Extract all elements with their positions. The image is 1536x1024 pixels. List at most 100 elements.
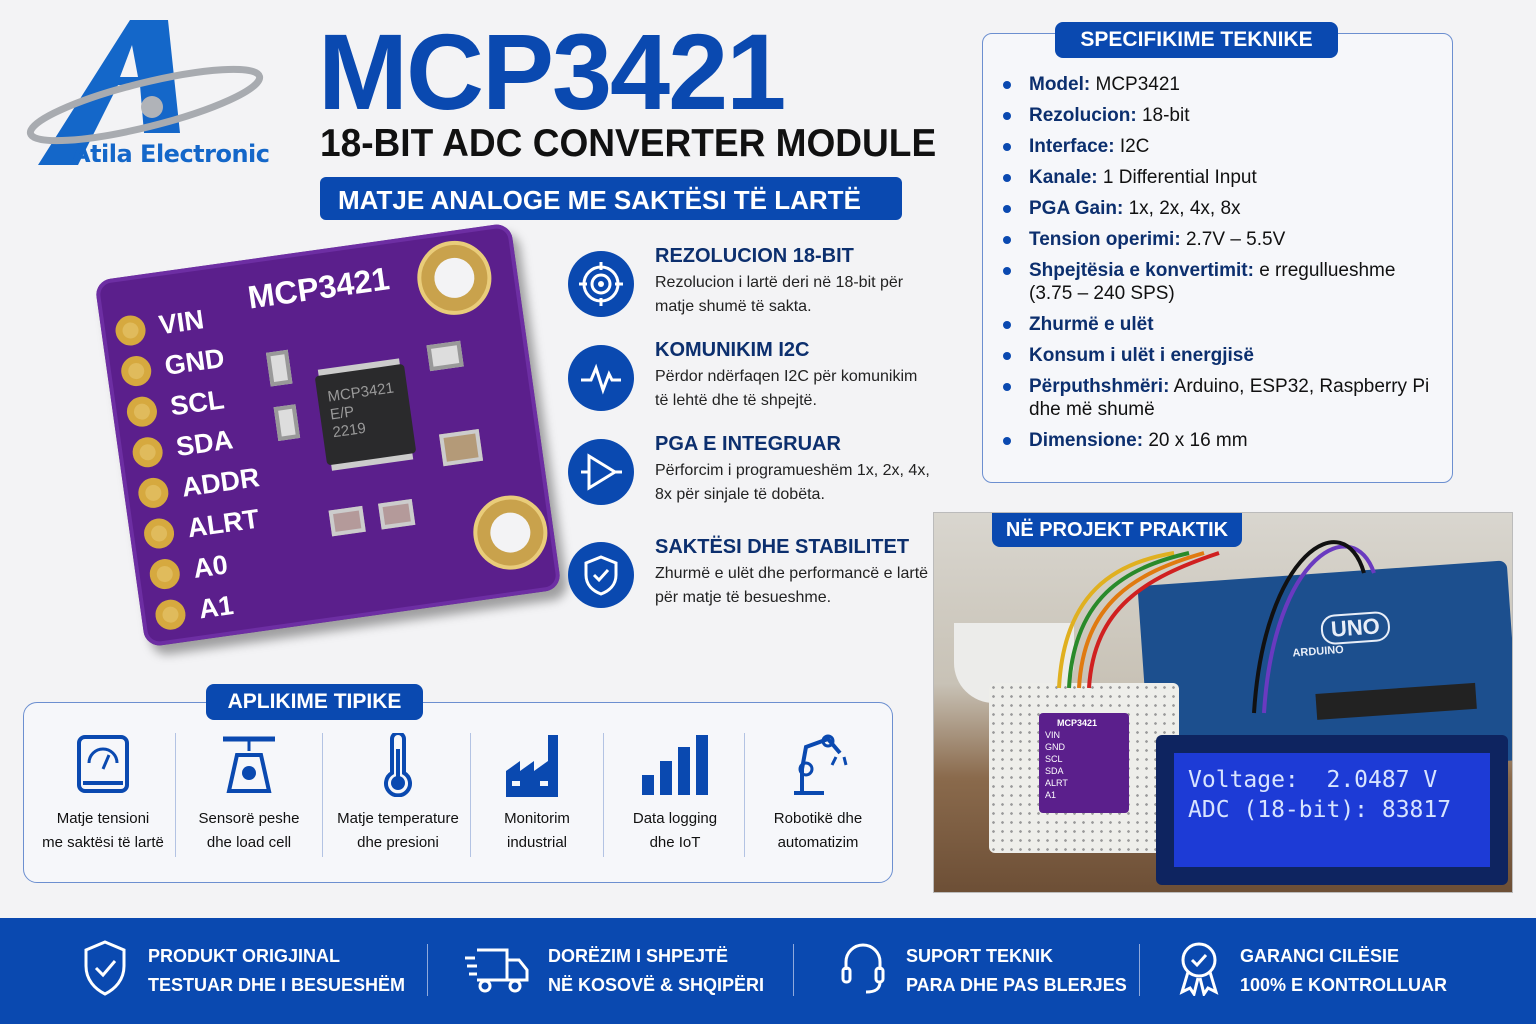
smd-component: [273, 404, 301, 441]
application-label: Sensorë peshe: [198, 810, 300, 827]
footer-text: PRODUKT ORIGJINAL: [148, 946, 341, 966]
smd-component: [378, 498, 416, 530]
application-label: dhe load cell: [206, 834, 292, 851]
spec-item: PGA Gain: 1x, 2x, 4x, 8x: [1003, 197, 1433, 220]
mini-pin: GND: [1045, 742, 1065, 752]
pin-label: ADDR: [179, 462, 262, 503]
footer-text: 100% E KONTROLLUAR: [1240, 975, 1448, 995]
spec-item: Përputhshmëri: Arduino, ESP32, Raspberry…: [1003, 375, 1433, 421]
capacitor: [439, 428, 484, 467]
smd-component: [328, 505, 366, 537]
mini-pin: SCL: [1045, 754, 1063, 764]
project-title: NË PROJEKT PRAKTIK: [992, 513, 1242, 547]
application-label: dhe presioni: [357, 834, 439, 851]
feature-title: PGA E INTEGRUAR: [655, 433, 841, 455]
divider: [175, 733, 176, 857]
footer-text: PARA DHE PAS BLERJES: [906, 975, 1127, 995]
mini-pin: VIN: [1045, 730, 1061, 740]
mini-module: MCP3421 VIN GND SCL SDA ALRT A1: [1039, 713, 1129, 813]
specs-list: Model: MCP3421 Rezolucion: 18-bit Interf…: [1003, 73, 1433, 460]
feature-text: Zhurmë e ulët dhe performancë e lartë pë…: [655, 565, 929, 606]
application-item: Monitorim industrial: [474, 733, 600, 859]
footer-item-original: PRODUKT ORIGJINAL TESTUAR DHE I BESUESHËM: [82, 940, 405, 1000]
application-label: me saktësi të lartë: [42, 834, 164, 851]
feature-accuracy: SAKTËSI DHE STABILITET Zhurmë e ulët dhe…: [568, 536, 928, 632]
feature-pga: PGA E INTEGRUAR Përforcim i programueshë…: [568, 433, 930, 529]
bar-chart-icon: [642, 735, 708, 795]
spec-item: Dimensione: 20 x 16 mm: [1003, 429, 1433, 452]
scale-icon: [223, 736, 275, 793]
spec-item: Interface: I2C: [1003, 135, 1433, 158]
page-subtitle: 18-BIT ADC CONVERTER MODULE: [320, 122, 937, 165]
pin-label: ALRT: [185, 503, 262, 544]
spec-item: Konsum i ulët i energjisë: [1003, 344, 1433, 367]
feature-title: KOMUNIKIM I2C: [655, 339, 810, 361]
footer-text: TESTUAR DHE I BESUESHËM: [148, 975, 406, 995]
footer-bar: PRODUKT ORIGJINAL TESTUAR DHE I BESUESHËM…: [0, 918, 1536, 1024]
application-item: Data logging dhe IoT: [607, 733, 743, 859]
lcd-line-2: ADC (18-bit): 83817: [1188, 797, 1452, 823]
feature-title: REZOLUCION 18-BIT: [655, 245, 854, 267]
feature-text: Përforcim i programueshëm 1x, 2x, 4x, 8x…: [655, 462, 930, 503]
jumper-wires: [1057, 540, 1376, 714]
feature-text: Përdor ndërfaqen I2C për komunikim të le…: [655, 368, 918, 409]
footer-item-support: SUPORT TEKNIK PARA DHE PAS BLERJES: [840, 940, 1127, 1000]
feature-title: SAKTËSI DHE STABILITET: [655, 536, 910, 558]
truck-icon: [465, 948, 529, 993]
divider: [603, 733, 604, 857]
divider: [470, 733, 471, 857]
application-label: Robotikë dhe: [773, 810, 863, 827]
tagline-banner: MATJE ANALOGE ME SAKTËSI TË LARTË: [320, 177, 902, 220]
mini-pin: A1: [1045, 790, 1057, 800]
module-image: MCP3421 VIN GND SCL SDA ADDR ALRT A0 A1 …: [94, 222, 562, 648]
pin-column: VIN GND SCL SDA ADDR ALRT A0 A1: [113, 300, 278, 632]
smd-component: [426, 340, 464, 372]
brand-name: Atila Electronic: [72, 140, 270, 168]
spec-item: Model: MCP3421: [1003, 73, 1433, 96]
application-label: Data logging: [632, 810, 718, 827]
mini-label: MCP3421: [1057, 718, 1098, 728]
spec-item: Shpejtësia e konvertimit: e rregullueshm…: [1003, 259, 1433, 305]
voltmeter-icon: [77, 735, 129, 793]
application-item: Sensorë peshe dhe load cell: [179, 733, 319, 859]
pin-label: A1: [196, 589, 236, 625]
specs-panel: [982, 33, 1453, 483]
target-icon: [568, 251, 634, 317]
pin-label: A0: [191, 549, 230, 584]
mounting-hole: [468, 490, 553, 575]
feature-i2c: KOMUNIKIM I2C Përdor ndërfaqen I2C për k…: [568, 339, 928, 435]
footer-item-delivery: DORËZIM I SHPEJTË NË KOSOVË & SHQIPËRI: [465, 940, 764, 1000]
application-item: Matje temperature dhe presioni: [326, 733, 470, 859]
board-label: MCP3421: [245, 260, 392, 316]
divider: [793, 944, 794, 996]
smd-component: [265, 349, 293, 387]
divider: [1139, 944, 1140, 996]
mini-pin: ALRT: [1045, 778, 1068, 788]
spec-item: Zhurmë e ulët: [1003, 313, 1433, 336]
footer-text: SUPORT TEKNIK: [906, 946, 1054, 966]
pin-label: SDA: [174, 424, 235, 463]
applications-panel: Matje tensioni me saktësi të lartë Senso…: [23, 702, 893, 883]
thermometer-icon: [384, 733, 412, 797]
waveform-icon: [568, 345, 634, 411]
amplifier-icon: [568, 439, 634, 505]
spec-item: Tension operimi: 2.7V – 5.5V: [1003, 228, 1433, 251]
spec-item: Rezolucion: 18-bit: [1003, 104, 1433, 127]
specs-title: SPECIFIKIME TEKNIKE: [1055, 22, 1338, 58]
project-photo: UNO ARDUINO MCP3421 VIN GND SCL SDA ALRT…: [933, 512, 1513, 893]
pin-label: SCL: [168, 384, 227, 422]
application-label: dhe IoT: [649, 834, 701, 851]
application-item: Matje tensioni me saktësi të lartë: [29, 733, 177, 859]
brand-logo: [20, 15, 270, 175]
logo-a-icon: [26, 20, 264, 165]
footer-text: DORËZIM I SHPEJTË: [548, 946, 729, 966]
footer-text: NË KOSOVË & SHQIPËRI: [548, 975, 765, 995]
pin-label: GND: [162, 342, 227, 381]
spec-item: Kanale: 1 Differential Input: [1003, 166, 1433, 189]
divider: [427, 944, 428, 996]
mounting-hole: [412, 236, 497, 320]
application-item: Robotikë dhe automatizim: [748, 733, 888, 859]
lcd-line-1: Voltage: 2.0487 V: [1188, 767, 1438, 793]
robot-arm-icon: [794, 734, 848, 795]
